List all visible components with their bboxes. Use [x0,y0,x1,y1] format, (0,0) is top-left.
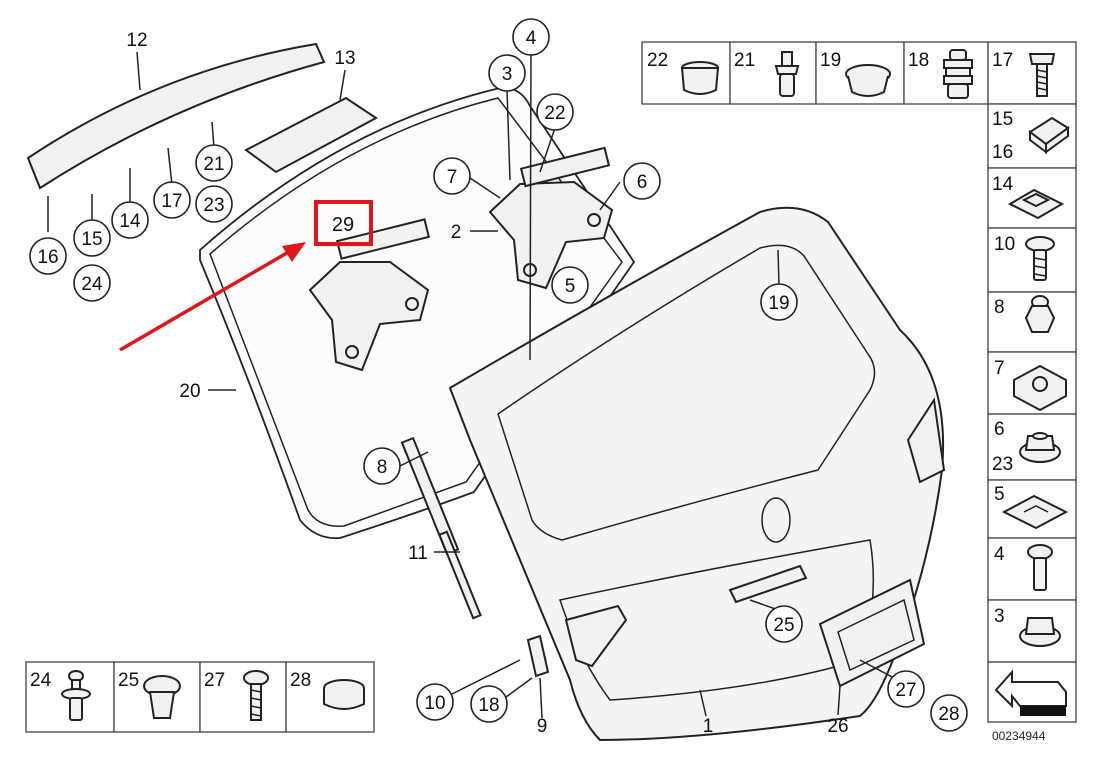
col-label-23: 23 [992,454,1013,475]
buffer-18-icon [943,49,973,99]
strip-label-18: 18 [908,50,929,71]
small-bracket-part [526,634,550,678]
screw-17-icon [1028,53,1056,97]
callout-12: 12 [126,30,147,51]
strip-label-24: 24 [30,670,52,691]
rivet-24-icon [61,670,91,721]
nut-8-icon [1024,295,1056,333]
roof-spoiler-part [26,42,326,190]
cap-22-icon [680,61,720,95]
highlight-arrow-icon [119,242,306,352]
clip-21-icon [774,51,800,97]
callout-6: 6 [637,172,648,193]
hinge-left-part [308,218,431,372]
bottom-parts-strip: 24 25 27 28 [25,661,375,733]
col-label-16: 16 [992,142,1013,163]
col-label-3: 3 [994,606,1005,627]
col-label-8: 8 [994,297,1005,318]
callout-10: 10 [424,693,445,714]
hinge-right-part [488,146,614,290]
strip-label-19: 19 [820,50,841,71]
strip-label-17: 17 [992,50,1013,71]
right-parts-column: 15 16 14 10 8 7 6 23 5 4 3 [987,103,1077,743]
callout-19: 19 [768,293,789,314]
callout-3: 3 [502,64,513,85]
clip-25-icon [143,675,181,719]
brake-light-part [244,96,378,174]
callout-2: 2 [451,222,462,243]
callout-14: 14 [119,211,141,232]
cap-28-icon [323,679,365,710]
strip-label-21: 21 [734,50,755,71]
clip-15-16-icon [1028,116,1070,154]
plug-19-icon [845,64,891,97]
flange-nut-3-icon [1019,617,1061,647]
screw-27-icon [243,670,269,721]
callout-21: 21 [203,154,224,175]
callout-20: 20 [179,381,200,402]
callout-17: 17 [161,191,182,212]
callouts: 16 15 24 14 17 21 23 12 13 4 3 22 7 2 6 … [29,18,968,737]
col-label-4: 4 [994,544,1005,565]
nut-clip-14-icon [1007,188,1065,220]
callout-27: 27 [895,680,916,701]
col-label-5: 5 [994,484,1005,505]
callout-7: 7 [447,167,458,188]
col-label-6: 6 [994,419,1005,440]
col-label-10: 10 [994,234,1015,255]
flange-nut-6-icon [1019,432,1061,463]
callout-4: 4 [526,28,537,49]
callout-22: 22 [544,103,565,124]
callout-11: 11 [408,543,428,564]
document-id: 00234944 [992,729,1046,743]
callout-25: 25 [773,615,794,636]
screw-10-icon [1025,236,1055,281]
highlight-box-29: 29 [314,200,373,246]
bolt-4-icon [1027,544,1053,591]
tailgate-part [448,206,946,742]
callout-29: 29 [332,214,354,236]
callout-15: 15 [81,229,102,250]
callout-18: 18 [478,695,499,716]
direction-arrow-icon [994,669,1067,716]
leader-lines [47,51,899,719]
callout-28: 28 [938,704,959,725]
callout-23: 23 [203,195,224,216]
strip-label-27: 27 [204,670,225,691]
col-label-15: 15 [992,109,1013,130]
callout-26: 26 [827,716,848,737]
strip-label-25: 25 [118,670,139,691]
top-parts-strip: 22 21 19 18 17 [641,41,1077,105]
strip-label-28: 28 [290,670,311,691]
callout-5: 5 [565,276,576,297]
callout-24: 24 [81,274,103,295]
callout-8: 8 [377,457,388,478]
col-label-7: 7 [994,358,1005,379]
callout-16: 16 [37,247,58,268]
strip-label-22: 22 [647,50,668,71]
gas-strut-part [400,436,482,620]
shim-5-icon [1001,494,1069,530]
callout-13: 13 [334,48,355,69]
col-label-14: 14 [992,174,1014,195]
callout-1: 1 [703,716,714,737]
callout-9: 9 [537,716,548,737]
license-bracket-part [818,578,926,688]
bracket-7-icon [1013,364,1067,412]
